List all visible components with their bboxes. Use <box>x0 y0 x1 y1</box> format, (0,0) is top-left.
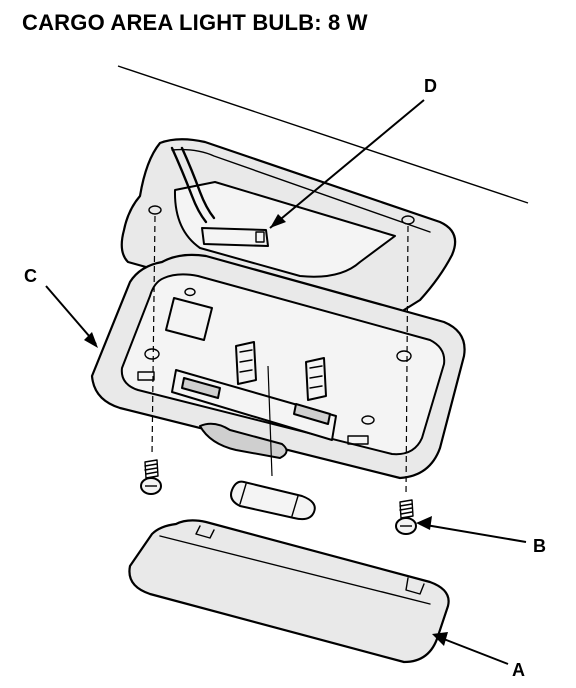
screw-left <box>140 459 162 495</box>
leader-d <box>269 99 425 229</box>
leader-a <box>432 632 509 665</box>
screw-hole-right <box>396 350 412 362</box>
screw-b <box>395 499 417 535</box>
screw-hole-left <box>144 348 160 360</box>
light-housing-c <box>90 253 466 480</box>
callout-d: D <box>424 76 437 96</box>
diagram-title: CARGO AREA LIGHT BULB: 8 W <box>22 10 368 35</box>
callout-a: A <box>512 660 525 680</box>
callout-c: C <box>24 266 37 286</box>
lens-cover-a <box>128 519 450 664</box>
ceiling-panel-edge <box>117 65 529 204</box>
leader-b <box>416 516 527 543</box>
bulb-contact-left <box>235 341 257 385</box>
callout-b: B <box>533 536 546 556</box>
connector-d <box>201 227 269 247</box>
leader-c <box>45 285 98 348</box>
bulb-contact-right <box>305 357 327 401</box>
light-bulb <box>230 480 316 521</box>
